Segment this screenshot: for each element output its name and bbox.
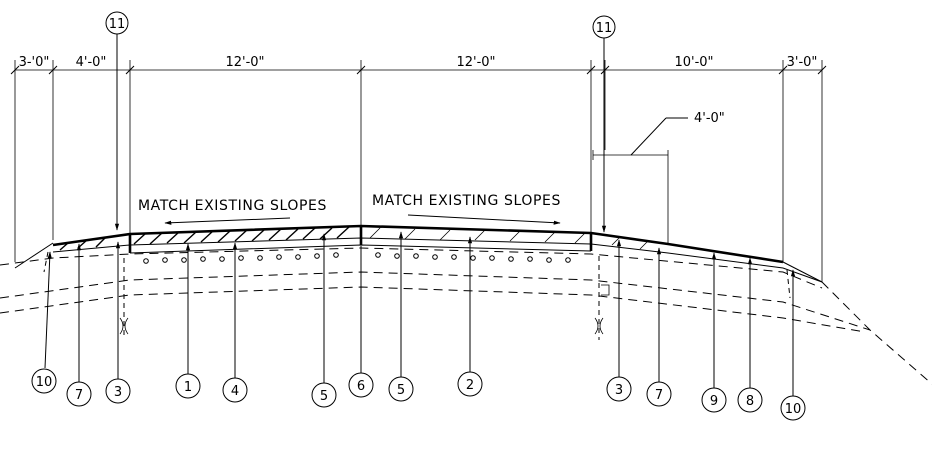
callout-11-right xyxy=(592,15,616,233)
pavement-section xyxy=(14,224,823,283)
callout-label: 10 xyxy=(785,402,802,417)
callout-label: 7 xyxy=(655,388,663,403)
callout-11-left-label: 11 xyxy=(109,17,126,32)
bottom-callout-labels: 10 7 3 1 4 5 6 5 2 3 7 9 8 10 xyxy=(36,375,802,417)
dimension-label-shoulder-left: 3-'0" xyxy=(19,55,50,70)
note-match-existing-slopes-left: MATCH EXISTING SLOPES xyxy=(138,198,327,214)
pavement-hatch-right xyxy=(369,227,649,250)
dimension-chain xyxy=(10,60,827,282)
callout-label: 4 xyxy=(231,384,239,399)
callout-label: 1 xyxy=(184,380,192,395)
callout-label: 3 xyxy=(615,383,623,398)
existing-ground-dashed-lines xyxy=(0,247,932,385)
callout-label: 6 xyxy=(357,379,365,394)
callout-label: 8 xyxy=(746,394,754,409)
callout-label: 9 xyxy=(710,394,718,409)
callout-label: 2 xyxy=(466,378,474,393)
callout-label: 3 xyxy=(114,385,122,400)
dimension-label-lane-left: 12'-0" xyxy=(225,55,264,70)
callout-11-left xyxy=(105,11,129,231)
note-arrow-left xyxy=(164,217,291,225)
callout-label: 10 xyxy=(36,375,53,390)
callout-11-right-label: 11 xyxy=(596,21,613,36)
aggregate-base-circles xyxy=(143,252,571,264)
offset-dimension xyxy=(592,117,688,244)
dimension-label-paved-shoulder-left: 4'-0" xyxy=(76,55,107,70)
note-match-existing-slopes-right: MATCH EXISTING SLOPES xyxy=(372,193,561,209)
callout-label: 5 xyxy=(320,389,328,404)
dimension-label-graded-shoulder-right: 3'-0" xyxy=(787,55,818,70)
dimension-label-lane-right: 12'-0" xyxy=(456,55,495,70)
dimension-label-shoulder-right: 10'-0" xyxy=(674,55,713,70)
bottom-callouts xyxy=(31,368,806,421)
offset-dimension-label: 4'-0" xyxy=(694,111,725,126)
callout-leaders xyxy=(44,231,796,396)
callout-label: 7 xyxy=(75,388,83,403)
note-arrow-right xyxy=(407,214,561,225)
callout-label: 5 xyxy=(397,383,405,398)
